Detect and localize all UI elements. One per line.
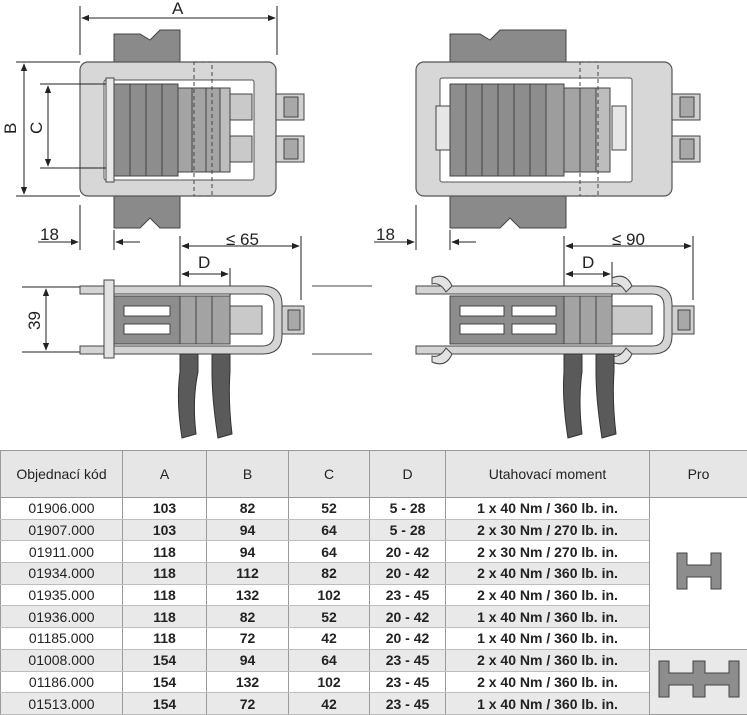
dim-18-right-label: 18: [376, 225, 395, 244]
table-row: 01907.000 103 94 64 5 - 28 2 x 30 Nm / 2…: [1, 519, 747, 541]
cell-torque: 1 x 40 Nm / 360 lb. in.: [446, 628, 650, 650]
cell-order-code: 01935.000: [1, 584, 123, 606]
table-row: 01008.000 154 94 64 23 - 45 2 x 40 Nm / …: [1, 649, 747, 671]
cell-c: 64: [289, 541, 370, 563]
cell-b: 112: [207, 563, 289, 585]
cell-d: 20 - 42: [370, 541, 446, 563]
header-c: C: [289, 451, 370, 498]
cell-torque: 2 x 40 Nm / 360 lb. in.: [446, 671, 650, 693]
cell-order-code: 01186.000: [1, 671, 123, 693]
cell-torque: 2 x 40 Nm / 360 lb. in.: [446, 584, 650, 606]
cell-d: 20 - 42: [370, 563, 446, 585]
cell-c: 64: [289, 519, 370, 541]
cell-torque: 1 x 40 Nm / 360 lb. in.: [446, 606, 650, 628]
cell-order-code: 01934.000: [1, 563, 123, 585]
table-row: 01935.000 118 132 102 23 - 45 2 x 40 Nm …: [1, 584, 747, 606]
cell-d: 5 - 28: [370, 498, 446, 520]
cell-d: 5 - 28: [370, 519, 446, 541]
table-row: 01934.000 118 112 82 20 - 42 2 x 40 Nm /…: [1, 563, 747, 585]
cell-torque: 1 x 40 Nm / 360 lb. in.: [446, 693, 650, 715]
cell-d: 23 - 45: [370, 584, 446, 606]
cell-c: 52: [289, 498, 370, 520]
cell-order-code: 01911.000: [1, 541, 123, 563]
cell-d: 20 - 42: [370, 628, 446, 650]
dim-le65-label: ≤ 65: [226, 230, 259, 249]
cell-order-code: 01008.000: [1, 649, 123, 671]
right-side-view: [416, 276, 694, 438]
cell-c: 42: [289, 628, 370, 650]
dim-b-label: B: [1, 123, 20, 134]
table-row: 01911.000 118 94 64 20 - 42 2 x 30 Nm / …: [1, 541, 747, 563]
h-profile-double-icon: [657, 659, 741, 699]
cell-torque: 2 x 40 Nm / 360 lb. in.: [446, 563, 650, 585]
cell-c: 42: [289, 693, 370, 715]
cell-a: 103: [123, 519, 207, 541]
right-top-view: [416, 30, 700, 228]
pro-double-cell: [650, 649, 747, 714]
cell-order-code: 01513.000: [1, 693, 123, 715]
cell-c: 102: [289, 671, 370, 693]
dim-a-label: A: [172, 0, 184, 18]
cell-b: 72: [207, 628, 289, 650]
cell-b: 82: [207, 606, 289, 628]
cell-c: 64: [289, 649, 370, 671]
cell-torque: 2 x 30 Nm / 270 lb. in.: [446, 541, 650, 563]
dim-le90-label: ≤ 90: [612, 230, 645, 249]
table-header-row: Objednací kód A B C D Utahovací moment P…: [1, 451, 747, 498]
clamp-technical-drawing: A B C 18 ≤ 65 D 39: [0, 0, 747, 440]
cell-c: 102: [289, 584, 370, 606]
cell-b: 82: [207, 498, 289, 520]
cell-b: 72: [207, 693, 289, 715]
header-d: D: [370, 451, 446, 498]
pro-single-cell: [650, 498, 747, 650]
cell-torque: 1 x 40 Nm / 360 lb. in.: [446, 498, 650, 520]
cell-d: 23 - 45: [370, 649, 446, 671]
header-pro: Pro: [650, 451, 747, 498]
cell-b: 94: [207, 519, 289, 541]
left-side-view: [80, 280, 372, 438]
cell-a: 103: [123, 498, 207, 520]
table-row: 01936.000 118 82 52 20 - 42 1 x 40 Nm / …: [1, 606, 747, 628]
cell-torque: 2 x 30 Nm / 270 lb. in.: [446, 519, 650, 541]
table-row: 01513.000 154 72 42 23 - 45 1 x 40 Nm / …: [1, 693, 747, 715]
cell-a: 118: [123, 541, 207, 563]
dim-c-label: C: [27, 122, 46, 134]
header-a: A: [123, 451, 207, 498]
dim-18-left-label: 18: [40, 225, 59, 244]
cell-order-code: 01907.000: [1, 519, 123, 541]
cell-a: 154: [123, 693, 207, 715]
h-profile-single-icon: [673, 551, 725, 591]
left-top-view: [80, 30, 304, 228]
cell-b: 94: [207, 649, 289, 671]
cell-c: 52: [289, 606, 370, 628]
cell-order-code: 01936.000: [1, 606, 123, 628]
cell-a: 118: [123, 584, 207, 606]
header-b: B: [207, 451, 289, 498]
table-row: 01185.000 118 72 42 20 - 42 1 x 40 Nm / …: [1, 628, 747, 650]
cell-b: 94: [207, 541, 289, 563]
cell-b: 132: [207, 584, 289, 606]
dim-d-right-label: D: [582, 253, 594, 272]
header-order-code: Objednací kód: [1, 451, 123, 498]
cell-a: 118: [123, 628, 207, 650]
cell-d: 23 - 45: [370, 693, 446, 715]
dim-d-left-label: D: [198, 253, 210, 272]
cell-order-code: 01906.000: [1, 498, 123, 520]
table-row: 01186.000 154 132 102 23 - 45 2 x 40 Nm …: [1, 671, 747, 693]
cell-a: 118: [123, 606, 207, 628]
cell-b: 132: [207, 671, 289, 693]
cell-a: 118: [123, 563, 207, 585]
dim-39-label: 39: [25, 311, 44, 330]
cell-order-code: 01185.000: [1, 628, 123, 650]
cell-a: 154: [123, 671, 207, 693]
cell-torque: 2 x 40 Nm / 360 lb. in.: [446, 649, 650, 671]
cell-d: 20 - 42: [370, 606, 446, 628]
table-row: 01906.000 103 82 52 5 - 28 1 x 40 Nm / 3…: [1, 498, 747, 520]
cell-c: 82: [289, 563, 370, 585]
cell-d: 23 - 45: [370, 671, 446, 693]
order-code-table: Objednací kód A B C D Utahovací moment P…: [0, 450, 747, 715]
header-torque: Utahovací moment: [446, 451, 650, 498]
cell-a: 154: [123, 649, 207, 671]
